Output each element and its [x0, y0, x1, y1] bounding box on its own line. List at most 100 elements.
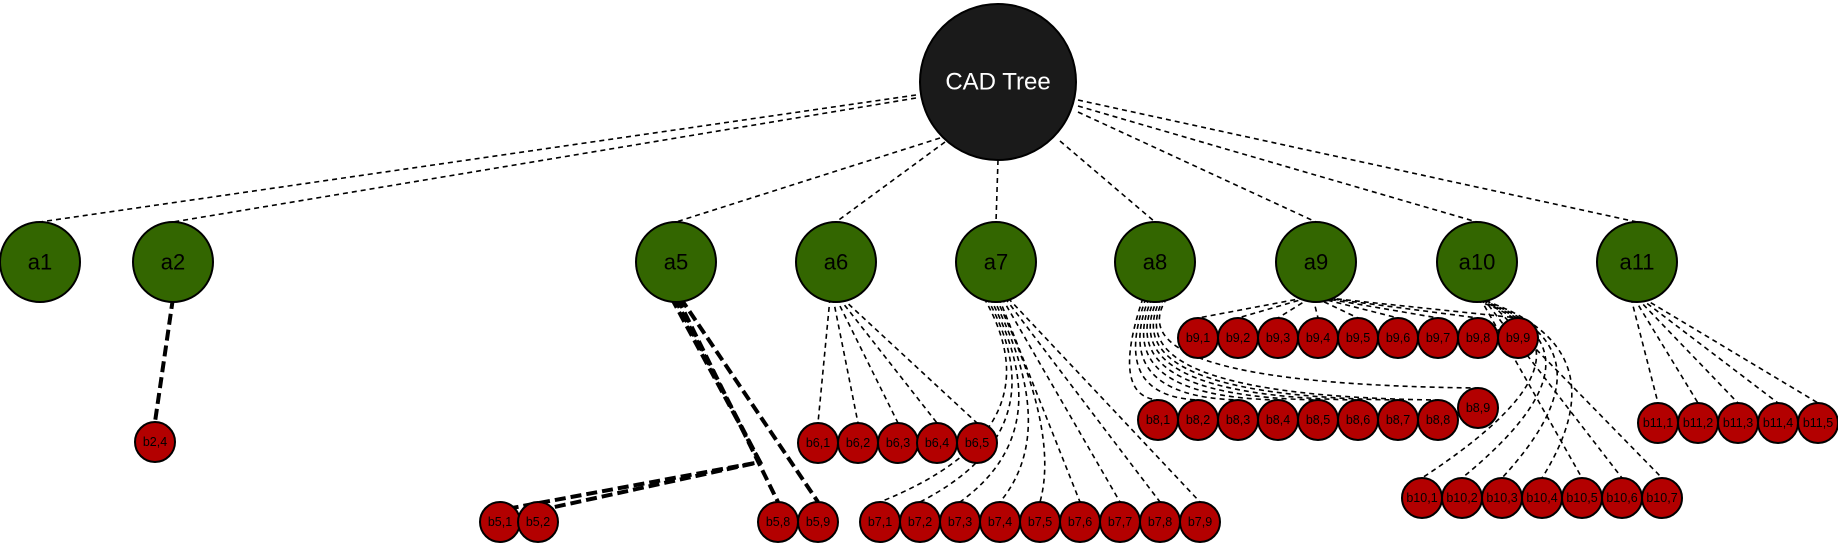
- root-node: CAD Tree: [919, 3, 1077, 161]
- node-b10-2: b10,2: [1441, 477, 1483, 519]
- root-node-circle: [919, 3, 1077, 161]
- node-a5: a5: [635, 221, 717, 303]
- node-b11-3: b11,3: [1717, 402, 1759, 444]
- node-a10: a10: [1436, 221, 1518, 303]
- node-b6-3-label: b6,3: [886, 436, 910, 450]
- node-b11-4: b11,4: [1757, 402, 1799, 444]
- node-b8-7-label: b8,7: [1386, 413, 1410, 427]
- node-b10-7-label: b10,7: [1646, 491, 1677, 505]
- node-a11-circle: [1596, 221, 1678, 303]
- node-b6-2: b6,2: [837, 422, 879, 464]
- node-b8-1: b8,1: [1137, 399, 1179, 441]
- node-a1-label: a1: [28, 250, 52, 275]
- node-b5-2-circle: [517, 501, 559, 543]
- node-b11-5-label: b11,5: [1803, 416, 1833, 430]
- node-b9-4-label: b9,4: [1306, 331, 1330, 345]
- node-b8-2-label: b8,2: [1186, 413, 1210, 427]
- node-b7-5: b7,5: [1019, 501, 1061, 543]
- edge-a10-b10-3: [1473, 297, 1558, 479]
- node-b6-1-label: b6,1: [806, 436, 830, 450]
- edge-root-a1: [39, 94, 917, 223]
- node-b10-5-label: b10,5: [1566, 491, 1597, 505]
- node-b9-8: b9,8: [1457, 317, 1499, 359]
- node-b11-2: b11,2: [1677, 402, 1719, 444]
- node-b9-7: b9,7: [1417, 317, 1459, 359]
- node-b9-6: b9,6: [1377, 317, 1419, 359]
- node-a6-label: a6: [824, 250, 848, 275]
- edge-a10-b10-1: [1421, 297, 1538, 479]
- node-b6-2-label: b6,2: [846, 436, 870, 450]
- node-b5-2-label: b5,2: [526, 515, 550, 529]
- edge-a9-b9-8: [1324, 297, 1479, 319]
- node-b7-6: b7,6: [1059, 501, 1101, 543]
- node-b10-7-circle: [1641, 477, 1683, 519]
- node-b9-8-label: b9,8: [1466, 331, 1490, 345]
- node-a7-circle: [955, 221, 1037, 303]
- edge-a7-b7-7: [1001, 297, 1121, 503]
- edge-a8-b8-8: [1155, 297, 1439, 401]
- node-a2-label: a2: [161, 250, 185, 275]
- edge-a7-b7-3: [959, 297, 1020, 503]
- node-b10-6-label: b10,6: [1606, 491, 1637, 505]
- node-b5-2: b5,2: [517, 501, 559, 543]
- edge-a7-b7-2: [919, 297, 1013, 503]
- edge-a9-b9-3: [1277, 297, 1311, 319]
- node-b11-1: b11,1: [1637, 402, 1679, 444]
- node-b5-1-label: b5,1: [488, 515, 512, 529]
- node-b6-1: b6,1: [797, 422, 839, 464]
- edge-a11-b11-2: [1633, 297, 1699, 404]
- node-b10-6: b10,6: [1601, 477, 1643, 519]
- node-b7-9-label: b7,9: [1188, 515, 1212, 529]
- node-b8-3-label: b8,3: [1226, 413, 1250, 427]
- node-a9: a9: [1275, 221, 1357, 303]
- node-b9-3: b9,3: [1257, 317, 1299, 359]
- node-b9-2-label: b9,2: [1226, 331, 1250, 345]
- node-b8-2: b8,2: [1177, 399, 1219, 441]
- node-b8-4-label: b8,4: [1266, 413, 1290, 427]
- edge-a9-b9-5: [1315, 297, 1359, 319]
- node-b7-9-circle: [1179, 501, 1221, 543]
- node-b2-4: b2,4: [134, 421, 176, 463]
- edge-a5-b5-8: [675, 297, 780, 503]
- node-a2: a2: [132, 221, 214, 303]
- node-b11-5-circle: [1797, 402, 1838, 444]
- node-b5-8-label: b5,8: [766, 515, 790, 529]
- node-a1: a1: [0, 221, 81, 303]
- node-b10-1: b10,1: [1401, 477, 1443, 519]
- edge-a7-b7-6: [998, 297, 1081, 503]
- node-b8-8-label: b8,8: [1426, 413, 1450, 427]
- edge-a10-b10-4: [1476, 297, 1573, 479]
- node-b11-4-label: b11,4: [1763, 416, 1793, 430]
- edge-a7-b7-1: [879, 297, 1008, 503]
- node-b11-3-label: b11,3: [1723, 416, 1753, 430]
- node-a10-label: a10: [1459, 250, 1496, 275]
- node-b7-8: b7,8: [1139, 501, 1181, 543]
- node-b7-3-label: b7,3: [948, 515, 972, 529]
- node-b9-4: b9,4: [1297, 317, 1339, 359]
- node-b10-3-label: b10,3: [1486, 491, 1517, 505]
- node-a6: a6: [795, 221, 877, 303]
- edge-a10-b10-5: [1479, 297, 1583, 479]
- edge-a6-b6-2: [832, 297, 859, 424]
- node-b8-6-label: b8,6: [1346, 413, 1370, 427]
- edge-a9-b9-2: [1237, 297, 1308, 319]
- node-b8-8-circle: [1417, 399, 1459, 441]
- node-b8-7: b8,7: [1377, 399, 1419, 441]
- edge-root-a6: [835, 141, 946, 223]
- node-b8-9: b8,9: [1457, 387, 1499, 429]
- node-a8-label: a8: [1143, 250, 1167, 275]
- edge-a11-b11-4: [1639, 297, 1779, 404]
- node-b7-7-label: b7,7: [1108, 515, 1132, 529]
- edge-root-a2: [172, 97, 917, 223]
- edge-root-a8: [1059, 140, 1156, 223]
- node-b9-5-label: b9,5: [1346, 331, 1370, 345]
- edge-a11-b11-5: [1642, 297, 1819, 404]
- node-b8-5-label: b8,5: [1306, 413, 1330, 427]
- node-b9-3-label: b9,3: [1266, 331, 1290, 345]
- node-a9-label: a9: [1304, 250, 1328, 275]
- edge-a7-b7-8: [1004, 297, 1161, 503]
- node-b7-2: b7,2: [899, 501, 941, 543]
- node-b5-9-label: b5,9: [806, 515, 830, 529]
- edge-root-a5: [675, 137, 941, 223]
